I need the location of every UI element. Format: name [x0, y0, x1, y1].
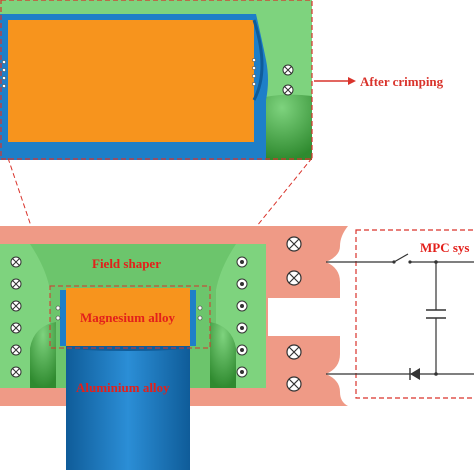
mpc-system-border [355, 229, 474, 399]
after-crimping-arrowhead [348, 77, 356, 85]
coil-cross-icons-left [10, 256, 22, 378]
inset-left-dots [2, 60, 6, 88]
coil-dot-icons-right [236, 256, 248, 378]
aluminium-tube [66, 346, 190, 470]
inset-magnesium-core [8, 20, 254, 142]
switch-contact-left [392, 260, 396, 264]
magnesium-alloy-label: Magnesium alloy [80, 310, 175, 325]
workpiece-dots [55, 305, 203, 321]
inset-shaper-neck [252, 94, 312, 160]
circuit-junction-top [434, 260, 438, 264]
coil-terminal-bottom [266, 336, 348, 406]
mpc-system-label: MPC sys [420, 240, 469, 255]
inset-right-dots [252, 58, 256, 86]
field-shaper-label: Field shaper [92, 256, 161, 271]
field-shaper-neck-left [30, 322, 56, 388]
main-assembly: Field shaper Aluminium alloy Magnesium a… [0, 226, 348, 470]
focus-box [49, 285, 211, 349]
terminal-cross-icons [286, 236, 302, 392]
after-crimping-label: After crimping [360, 74, 444, 89]
aluminium-wall-left [60, 290, 66, 346]
callout-line-right [204, 157, 313, 291]
inset-coil-cross-icons [282, 64, 294, 96]
switch-icon [393, 253, 409, 263]
aluminium-wall-right [190, 290, 196, 346]
inset-aluminium-band [0, 142, 262, 160]
inset-view: After crimping [0, 0, 444, 160]
inset-callout-border [0, 0, 313, 160]
mpc-system: MPC sys [326, 229, 474, 399]
magnesium-block [66, 288, 190, 346]
field-shaper-neck-right [210, 322, 236, 388]
inset-crimp-groove [252, 19, 264, 101]
aluminium-alloy-label: Aluminium alloy [76, 380, 170, 395]
diode-icon [410, 368, 420, 380]
